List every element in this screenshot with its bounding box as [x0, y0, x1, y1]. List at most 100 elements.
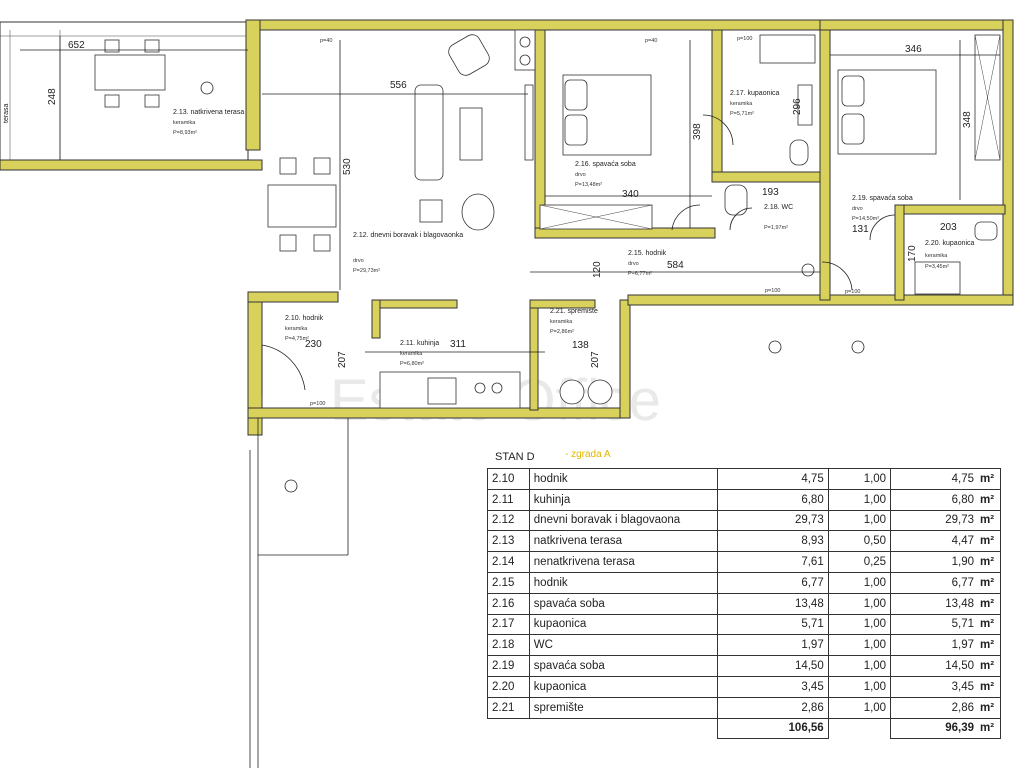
wall-bedroom1-bottom: [534, 227, 716, 239]
door-bedroom2: [821, 261, 853, 291]
chair: [104, 94, 120, 108]
chair: [279, 234, 297, 252]
dim-hall-depth: 207: [337, 351, 348, 368]
blank: [828, 718, 890, 739]
chair: [104, 39, 120, 53]
room-code: 2.21: [487, 696, 530, 719]
room-result: 1,90: [890, 551, 979, 573]
room-label-2-10: 2.10. hodnik keramika P=4,75m²: [285, 315, 324, 342]
toilet: [974, 221, 998, 241]
room-code: 2.20: [487, 675, 530, 698]
floor-plan: Estate Office: [0, 19, 1014, 450]
svg-text:keramika: keramika: [550, 319, 573, 325]
dim-wc-width: 193: [762, 187, 779, 198]
room-result: 3,45: [890, 675, 979, 698]
chair: [313, 157, 331, 175]
light-fixture-icon: [851, 340, 865, 354]
room-code: 2.11: [487, 488, 530, 511]
terrace-table: [94, 54, 166, 91]
blank: [529, 718, 717, 739]
door-bath1: [702, 114, 734, 146]
room-label-2-18: 2.18. WC P=1,97m²: [764, 204, 793, 231]
unit-label: m²: [978, 717, 1002, 740]
wall-right: [1002, 19, 1014, 306]
room-code: 2.17: [487, 613, 530, 636]
svg-text:P=14,50m²: P=14,50m²: [852, 216, 879, 222]
washbasin: [797, 84, 813, 126]
room-result: 4,47: [890, 530, 979, 553]
unit-label: m²: [978, 468, 1002, 490]
svg-text:P=5,71m²: P=5,71m²: [730, 111, 754, 117]
room-code: 2.18: [487, 634, 530, 657]
room-area: 2,86: [717, 696, 829, 719]
opening-label: p=100: [765, 288, 780, 294]
room-name: natkrivena terasa: [528, 530, 719, 553]
room-factor: 1,00: [827, 468, 892, 490]
dining-table: [267, 184, 337, 228]
svg-text:P=6,80m²: P=6,80m²: [400, 361, 424, 367]
wall-storage-top: [529, 299, 596, 309]
room-factor: 1,00: [827, 655, 892, 677]
room-name: hodnik: [528, 468, 719, 490]
room-code: 2.12: [487, 509, 530, 532]
room-factor: 1,00: [827, 509, 892, 532]
wall-bottom-right: [619, 299, 631, 419]
wall-kitchen-top: [371, 299, 458, 309]
wall-bedroom1-left: [534, 29, 546, 236]
svg-text:P=29,73m²: P=29,73m²: [353, 268, 380, 274]
svg-text:drvo: drvo: [353, 258, 364, 264]
unit-label: m²: [978, 634, 1002, 657]
svg-text:2.13. natkrivena terasa: 2.13. natkrivena terasa: [173, 109, 244, 116]
room-area: 6,77: [717, 571, 829, 594]
light-fixture-icon: [801, 263, 815, 277]
unit-label: m²: [978, 592, 1002, 615]
svg-text:drvo: drvo: [628, 261, 639, 267]
unit-label: m²: [978, 655, 1002, 677]
armchair: [448, 34, 490, 76]
room-label-2-12: 2.12. dnevni boravak i blagovaonka drvo …: [353, 232, 463, 274]
room-label-2-21: 2.21. spremište keramika P=2,86m²: [550, 308, 598, 335]
room-factor: 1,00: [827, 488, 892, 511]
unit-label: m²: [978, 675, 1002, 698]
room-label-2-20: 2.20. kupaonica keramika P=3,45m²: [925, 240, 975, 270]
room-area: 3,45: [717, 675, 829, 698]
opening-label: p=40: [320, 38, 332, 44]
room-code: 2.10: [487, 468, 530, 490]
light-fixture-icon: [200, 81, 214, 95]
room-result: 6,80: [890, 488, 979, 511]
opening-label: p=100: [845, 289, 860, 295]
room-code: 2.15: [487, 571, 530, 594]
svg-text:P=8,93m²: P=8,93m²: [173, 130, 197, 136]
room-area: 5,71: [717, 613, 829, 636]
dim-living-depth: 530: [342, 158, 353, 175]
dim-bath2-height: 170: [907, 245, 918, 262]
sofa: [414, 84, 444, 181]
washing-machine: [559, 379, 585, 405]
dim-kitchen-width: 311: [450, 339, 466, 350]
room-result: 29,73: [890, 509, 979, 532]
chair: [313, 234, 331, 252]
dim-bedroom2-width: 346: [905, 44, 922, 55]
unit-label: m²: [978, 551, 1002, 573]
room-area: 29,73: [717, 509, 829, 532]
svg-text:keramika: keramika: [925, 253, 948, 259]
table-subtitle: - zgrada A: [565, 449, 611, 460]
room-result: 1,97: [890, 634, 979, 657]
svg-text:2.12. dnevni boravak i blagova: 2.12. dnevni boravak i blagovaonka: [353, 232, 463, 239]
wall-bath-left: [711, 29, 723, 181]
room-label-2-15: 2.15. hodnik drvo P=6,77m²: [628, 250, 667, 277]
room-result: 13,48: [890, 592, 979, 615]
wc-basin: [724, 184, 748, 216]
door-wc: [729, 207, 753, 231]
room-name: spavaća soba: [528, 655, 719, 677]
dim-bedroom1-width: 340: [622, 189, 639, 200]
svg-text:2.19. spavaća soba: 2.19. spavaća soba: [852, 195, 913, 202]
room-name: kuhinja: [528, 488, 719, 511]
room-factor: 0,50: [827, 530, 892, 553]
dim-storage-depth: 207: [590, 351, 601, 368]
wall-bottom: [247, 407, 629, 419]
